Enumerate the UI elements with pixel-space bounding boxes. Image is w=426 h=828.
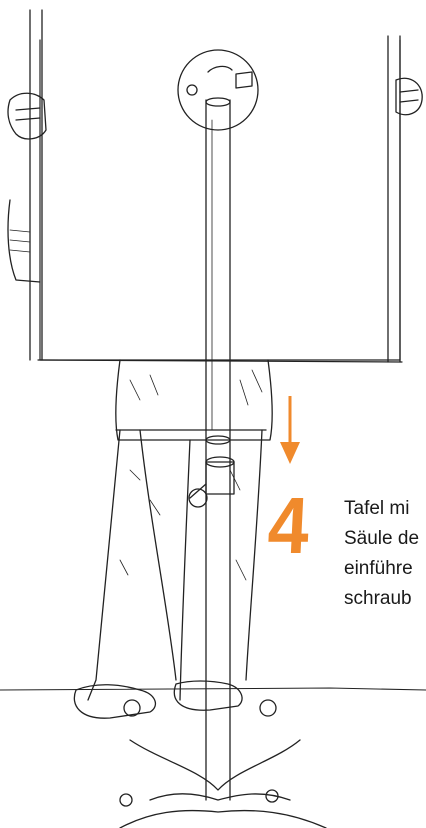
whiteboard	[40, 40, 400, 360]
column-clamp	[189, 457, 234, 507]
stand-base	[120, 700, 326, 828]
person-shoes	[74, 681, 242, 718]
person-legs	[88, 430, 266, 700]
stand-column	[206, 98, 230, 800]
board-right-rail	[388, 36, 400, 362]
arrow-down-icon	[280, 396, 300, 464]
floor-line	[0, 688, 426, 690]
caption-line: Säule de	[344, 524, 419, 554]
step-number: 4	[266, 486, 309, 566]
caption-line: einführe	[344, 554, 419, 584]
step-caption: Tafel mi Säule de einführe schraub	[344, 494, 419, 614]
caption-line: Tafel mi	[344, 494, 419, 524]
caption-line: schraub	[344, 584, 419, 614]
mounting-plate	[178, 50, 258, 130]
person-sweater	[116, 360, 272, 440]
